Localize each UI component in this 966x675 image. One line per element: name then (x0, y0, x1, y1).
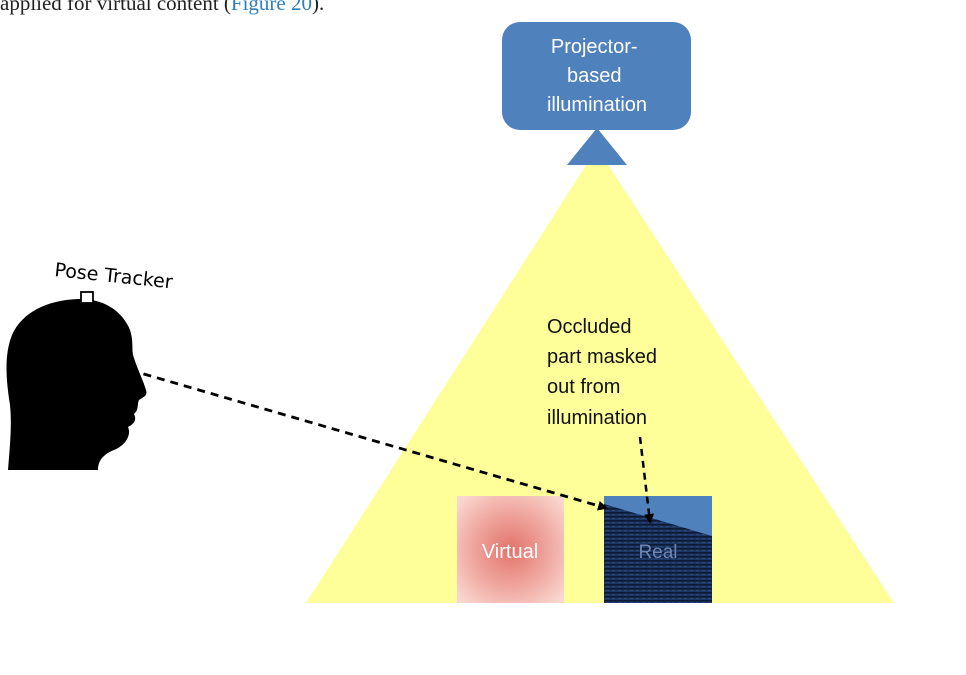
real-object-masked-region (604, 504, 712, 603)
occlusion-annotation-line-2: part masked (547, 346, 657, 368)
occlusion-annotation-line-3: out from (547, 376, 620, 398)
occlusion-annotation-line-4: illumination (547, 407, 647, 429)
projector-label-line-3: illumination (547, 94, 647, 116)
projector-label-line-2: based (567, 65, 622, 87)
virtual-object (457, 496, 564, 603)
caption-fragment: applied for virtual content (Figure 20). (0, 0, 560, 18)
gaze-arrow (129, 368, 608, 511)
occlusion-annotation: Occluded part masked out from illuminati… (547, 316, 663, 429)
caption-text-before: applied for virtual content ( (0, 0, 231, 15)
caption-text-after: ). (312, 0, 325, 15)
projector-lens (567, 128, 627, 165)
figure-reference-link[interactable]: Figure 20 (230, 0, 312, 15)
real-object-label: Real (638, 542, 677, 563)
head-silhouette (6, 298, 147, 470)
occlusion-annotation-line-1: Occluded (547, 316, 632, 338)
projection-light-cone (306, 148, 894, 603)
pose-tracker-label: Pose Tracker (53, 259, 173, 293)
projector-label-line-1: Projector- (551, 36, 638, 58)
annotation-arrow (638, 436, 655, 524)
projector-label: Projector- based illumination (547, 36, 647, 116)
pose-tracker-marker (80, 291, 94, 304)
projector-body (502, 22, 691, 130)
virtual-object-label: Virtual (482, 541, 538, 563)
